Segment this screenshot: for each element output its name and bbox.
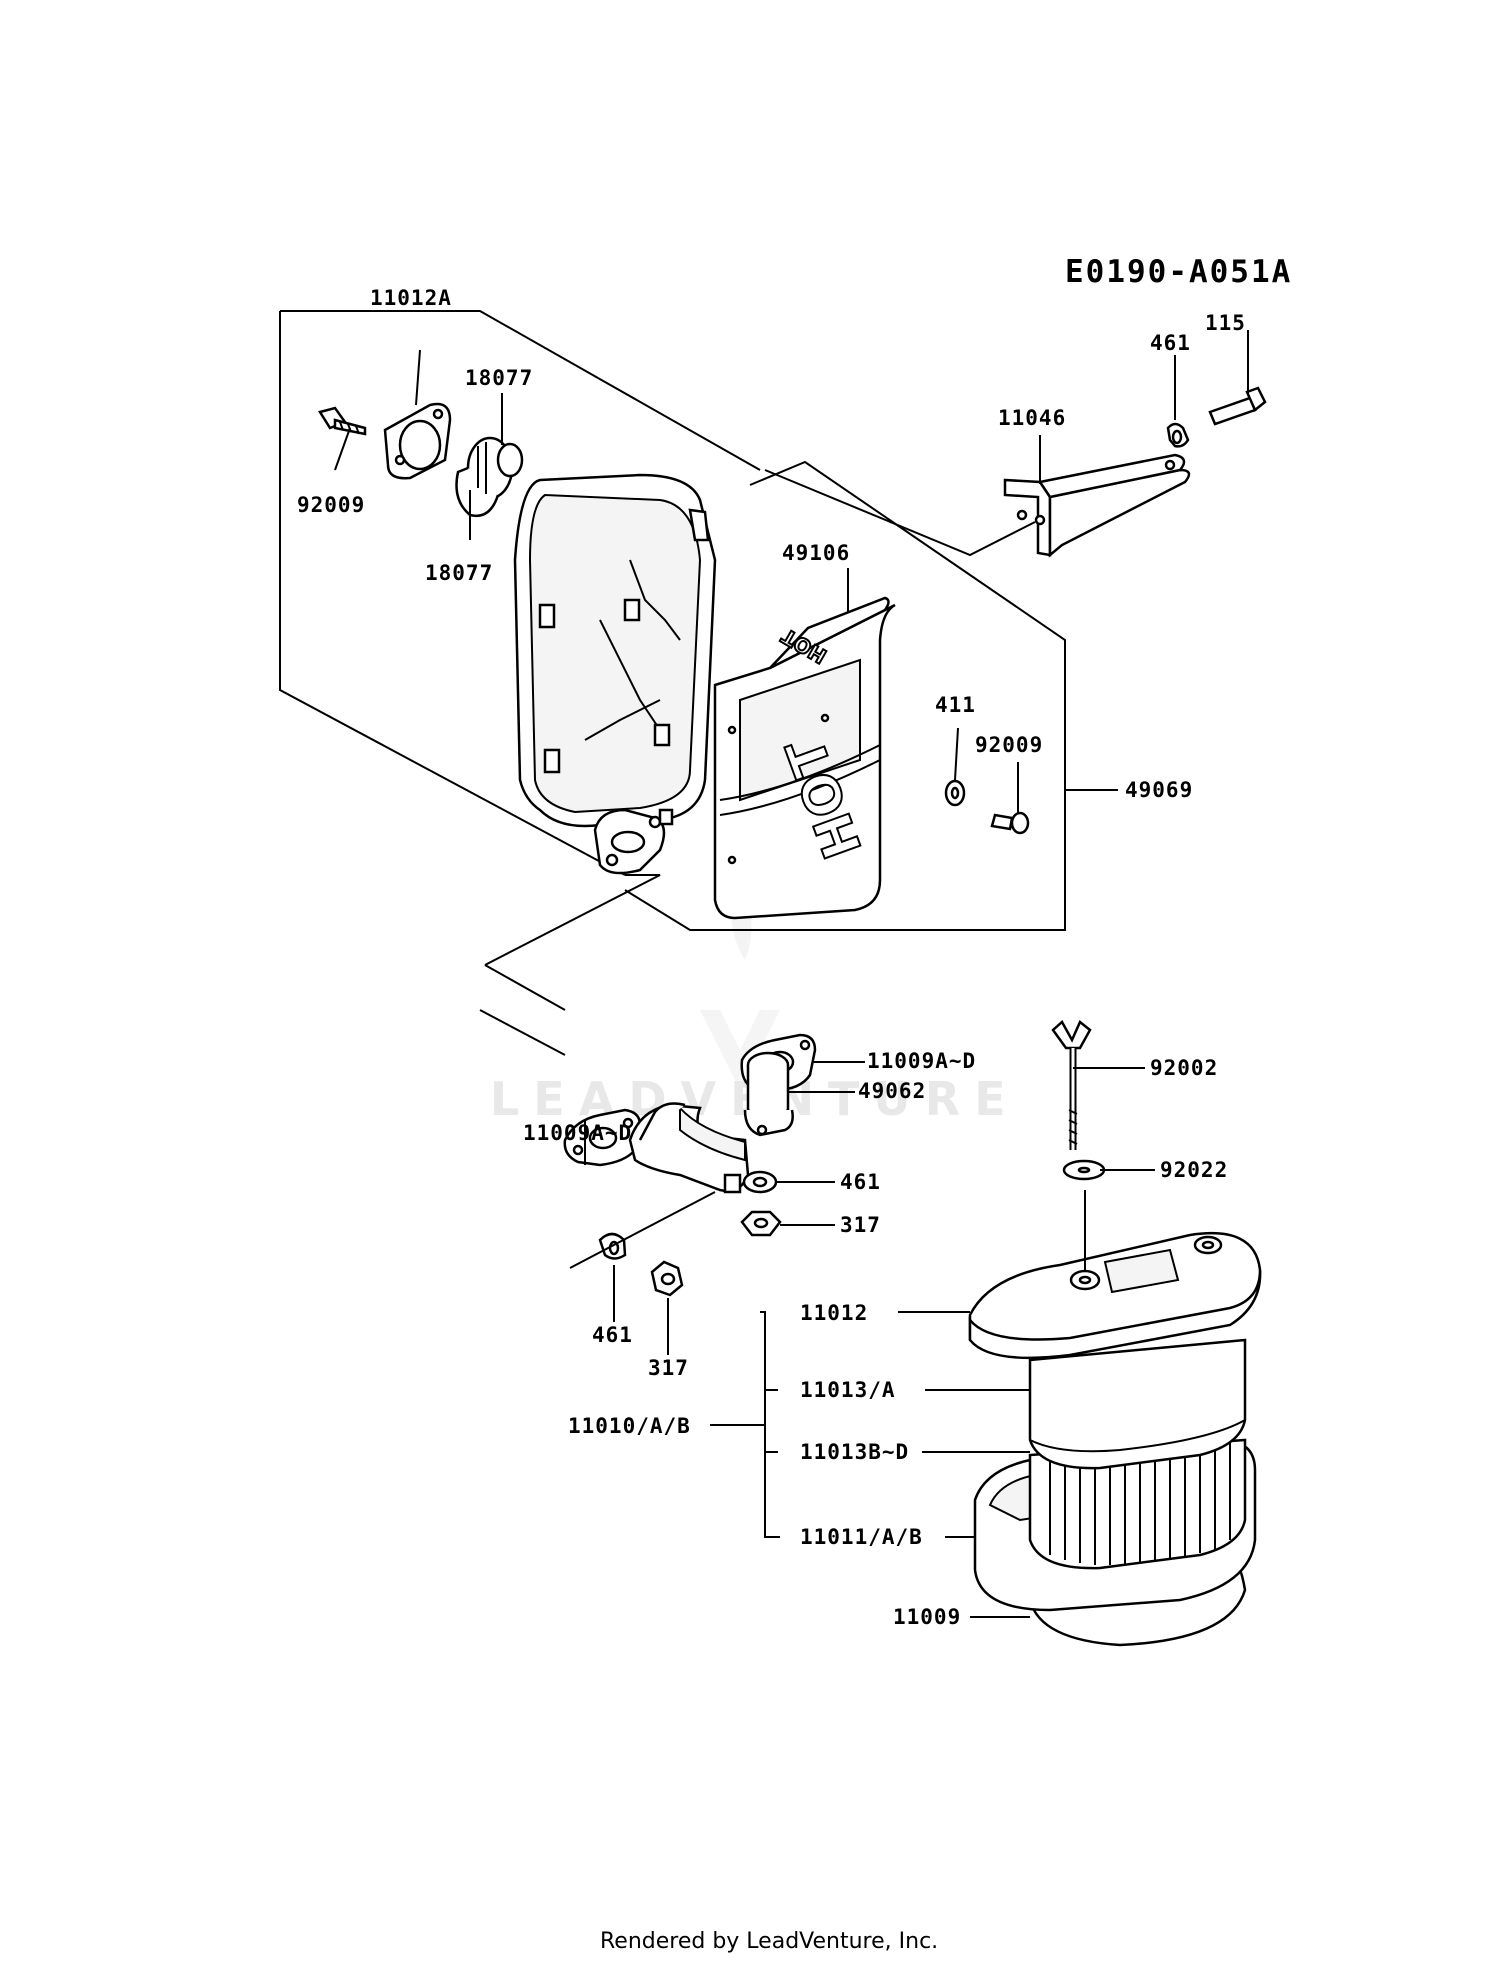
label-92002: 92002: [1150, 1056, 1218, 1080]
washer-411: [944, 779, 966, 807]
diagram-code: E0190-A051A: [1065, 254, 1292, 290]
label-92009-left: 92009: [297, 493, 365, 517]
label-92009-right: 92009: [975, 733, 1043, 757]
label-49106: 49106: [782, 541, 850, 565]
label-11011AB: 11011/A/B: [800, 1525, 923, 1549]
wing-bolt-92002: [1051, 1020, 1092, 1150]
muffler-group-outline: [279, 310, 1066, 1011]
lock-washer-461-top: [1166, 422, 1190, 448]
nut-317-low: [650, 1260, 684, 1297]
pleats: [1049, 1440, 1231, 1565]
label-317-low: 317: [648, 1356, 689, 1380]
label-411: 411: [935, 693, 976, 717]
bracket-11046: [1003, 453, 1191, 558]
label-461-top: 461: [1150, 331, 1191, 355]
label-461-low: 461: [592, 1323, 633, 1347]
label-49069: 49069: [1125, 778, 1193, 802]
air-cleaner-assembly: [968, 1231, 1262, 1647]
flange-11012A: [383, 402, 452, 480]
bolt-92009-left: [318, 406, 367, 436]
washer-92022: [1062, 1159, 1106, 1181]
bolt-115: [1208, 386, 1267, 426]
label-18077-top: 18077: [465, 366, 533, 390]
label-11009AD-bottom: 11009A~D: [523, 1121, 632, 1145]
label-11012A: 11012A: [370, 286, 452, 310]
muffler-outlet-flange: [593, 808, 674, 875]
label-317-mid: 317: [840, 1213, 881, 1237]
nut-317-mid: [740, 1210, 782, 1237]
screen-18077: [455, 436, 524, 518]
footer-credit: Rendered by LeadVenture, Inc.: [600, 1929, 938, 1954]
label-11009AD-top: 11009A~D: [867, 1049, 976, 1073]
leader-lines: [334, 330, 1249, 1618]
label-11009: 11009: [893, 1605, 961, 1629]
heat-shield-49106: [713, 596, 896, 920]
muffler-body: [513, 473, 717, 828]
label-18077-bottom: 18077: [425, 561, 493, 585]
label-11010AB: 11010/A/B: [568, 1414, 691, 1438]
label-11046: 11046: [998, 406, 1066, 430]
label-461-mid: 461: [840, 1170, 881, 1194]
label-49062: 49062: [858, 1079, 926, 1103]
label-11013BD: 11013B~D: [800, 1440, 909, 1464]
label-11013A: 11013/A: [800, 1378, 896, 1402]
label-11012: 11012: [800, 1301, 868, 1325]
screw-92009-right: [990, 811, 1030, 835]
exhaust-pipe-49062: [628, 1051, 794, 1194]
label-92022: 92022: [1160, 1158, 1228, 1182]
label-115: 115: [1205, 311, 1246, 335]
lock-washer-461-mid: [742, 1170, 778, 1194]
